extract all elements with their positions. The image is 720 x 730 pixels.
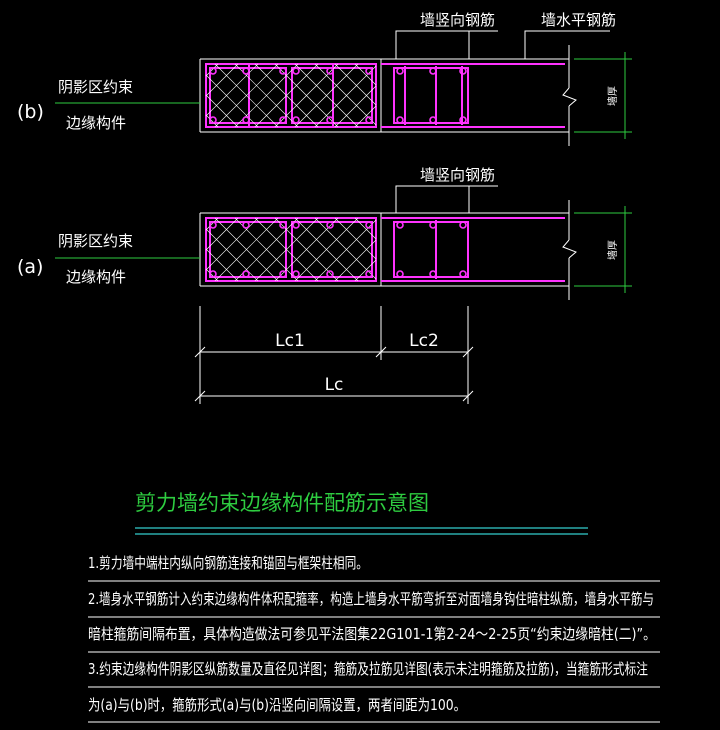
callout-horizontal-rebar-b: 墙水平钢筋 <box>541 11 616 29</box>
non-shaded-rebar-a <box>381 217 565 282</box>
label-shaded-region-b: 阴影区约束 <box>58 78 133 96</box>
note-1: 1.剪力墙中端柱内纵向钢筋连接和锚固与框架柱相同。 <box>88 554 368 572</box>
wall-thickness-dim-b <box>574 52 632 139</box>
label-edge-member-a: 边缘构件 <box>66 268 126 286</box>
wall-outline-a <box>199 200 577 300</box>
callout-vertical-rebar-a: 墙竖向钢筋 <box>420 166 495 184</box>
dimension-lc1: Lc1 <box>275 331 305 351</box>
note-2-continued: 暗柱箍筋间隔布置，具体构造做法可参见平法图集22G101-1第2-24～2-25… <box>88 625 656 643</box>
callout-leaders-b <box>395 30 610 59</box>
shaded-region-rebar-a <box>205 217 377 282</box>
note-2: 2.墙身水平钢筋计入约束边缘构件体积配箍率，构造上墙身水平筋弯折至对面墙身钩住暗… <box>88 590 654 608</box>
notes: 1.剪力墙中端柱内纵向钢筋连接和锚固与框架柱相同。 2.墙身水平钢筋计入约束边缘… <box>88 554 656 714</box>
wall-thickness-label-a: 墙厚 <box>606 240 619 260</box>
longitudinal-bars-b <box>209 67 373 124</box>
detail-b: 墙竖向钢筋 墙水平钢筋 墙厚 (b) 阴影区约束 边缘构件 <box>17 11 632 146</box>
dimension-lines <box>194 306 474 404</box>
detail-marker-b: (b) <box>17 101 44 123</box>
note-underlines <box>88 580 660 723</box>
detail-marker-a: (a) <box>17 256 43 278</box>
dimension-lc: Lc <box>325 375 344 395</box>
wall-outline-b <box>199 45 577 146</box>
wall-thickness-dim-a <box>574 206 632 293</box>
hatch-b <box>205 63 377 128</box>
callout-leaders-a <box>395 185 498 213</box>
wall-bars-b <box>396 67 467 124</box>
longitudinal-bars-a <box>209 221 373 278</box>
non-shaded-rebar-b <box>381 63 565 128</box>
note-3-continued: 为(a)与(b)时，箍筋形式(a)与(b)沿竖向间隔设置，两者间距为100。 <box>88 696 466 714</box>
dimension-lc2: Lc2 <box>409 331 439 351</box>
detail-a: 墙竖向钢筋 墙厚 (a) 阴影区约束 边缘构件 <box>17 166 632 300</box>
note-3: 3.约束边缘构件阴影区纵筋数量及直径见详图；箍筋及拉筋见详图(表示未注明箍筋及拉… <box>88 660 648 678</box>
drawing-title: 剪力墙约束边缘构件配筋示意图 <box>135 491 429 515</box>
label-shaded-region-a: 阴影区约束 <box>58 232 133 250</box>
callout-vertical-rebar-b: 墙竖向钢筋 <box>420 11 495 29</box>
wall-thickness-label-b: 墙厚 <box>606 86 619 106</box>
label-edge-member-b: 边缘构件 <box>66 114 126 132</box>
shaded-region-rebar-b <box>205 63 377 128</box>
wall-bars-a <box>396 221 467 278</box>
